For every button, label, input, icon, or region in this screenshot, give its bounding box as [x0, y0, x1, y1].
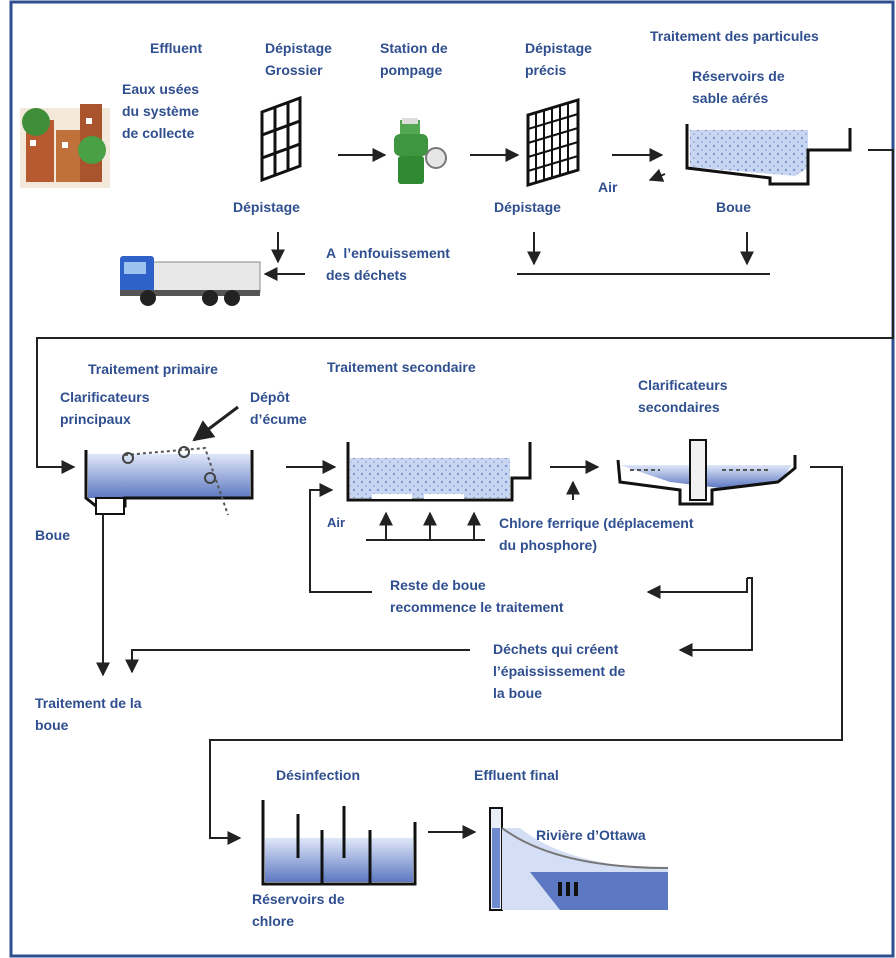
label-pumping-line-2: pompage [380, 62, 443, 78]
secondary-clarifier-icon [616, 439, 797, 506]
label-pumping-line-1: Station de [380, 40, 448, 56]
fine-screen-icon [526, 97, 580, 188]
arrow-air [648, 168, 666, 182]
arrow-return-sludge-out [309, 483, 372, 593]
label-fine-screen-line-2: précis [525, 62, 567, 78]
connector-stage2-to-stage3 [209, 466, 843, 845]
label-scum: Dépôt d’écume [250, 386, 307, 430]
label-primary-clarifiers-line-2: principaux [60, 411, 131, 427]
chlorine-tank-icon [261, 800, 417, 886]
label-grit-tanks-line-2: sable aérés [692, 90, 769, 106]
label-sludge-1: Boue [716, 199, 751, 215]
label-landfill: A l’enfouissement des déchets [326, 242, 450, 286]
label-sludge-2: Boue [35, 527, 70, 543]
arrow-scum [192, 405, 239, 442]
label-disinfection: Désinfection [276, 767, 361, 783]
label-return-sludge: Reste de boue recommence le traitement [390, 574, 564, 618]
label-source-line-1: Eaux usées [122, 81, 200, 97]
label-secondary-treatment: Traitement secondaire [327, 359, 476, 375]
connector-stage1-to-stage2 [36, 149, 894, 474]
label-screenings-2: Dépistage [494, 199, 561, 215]
label-secondary-clarifiers-line-1: Clarificateurs [638, 377, 728, 393]
label-ferric-line-1: Chlore ferrique (déplacement [499, 515, 694, 531]
label-source-line-2: du système [122, 103, 200, 119]
label-sludge-treatment-line-2: boue [35, 717, 69, 733]
label-return-sludge-line-1: Reste de boue [390, 577, 486, 593]
label-fine-screen-line-1: Dépistage [525, 40, 592, 56]
label-landfill-line-1: A l’enfouissement [326, 245, 450, 261]
pump-icon [394, 118, 447, 184]
label-waste-sludge: Déchets qui créent l’épaississement de l… [493, 638, 625, 704]
label-air-2: Air [327, 515, 346, 530]
arrow-waste-sludge [678, 577, 753, 657]
label-ferric-chloride: Chlore ferrique (déplacement du phosphor… [499, 512, 694, 556]
label-landfill-line-2: des déchets [326, 267, 407, 283]
label-primary-clarifiers-line-1: Clarificateurs [60, 389, 150, 405]
label-final-effluent: Effluent final [474, 767, 559, 783]
label-coarse-screen-line-2: Grossier [265, 62, 323, 78]
label-return-sludge-line-2: recommence le traitement [390, 599, 564, 615]
label-ferric-line-2: du phosphore) [499, 537, 597, 553]
label-river: Rivière d’Ottawa [536, 827, 646, 843]
primary-clarifier-icon [84, 446, 254, 516]
label-scum-line-1: Dépôt [250, 389, 290, 405]
label-scum-line-2: d’écume [250, 411, 307, 427]
label-screenings-1: Dépistage [233, 199, 300, 215]
arrow-waste-to-sludge-treatment [125, 649, 470, 674]
truck-icon [120, 256, 261, 306]
label-particle-treatment: Traitement des particules [650, 28, 819, 44]
label-waste-sludge-line-1: Déchets qui créent [493, 641, 619, 657]
aeration-tank-icon [346, 442, 532, 502]
label-primary-treatment: Traitement primaire [88, 361, 218, 377]
label-sludge-treatment-line-1: Traitement de la [35, 695, 142, 711]
label-waste-sludge-line-2: l’épaississement de [493, 663, 626, 679]
label-pumping-station: Station de pompage [380, 37, 448, 81]
label-grit-tanks-line-1: Réservoirs de [692, 68, 785, 84]
houses-icon [20, 104, 110, 188]
label-secondary-clarifiers: Clarificateurs secondaires [638, 374, 727, 418]
label-chlorine-tanks: Réservoirs de chlore [252, 888, 345, 932]
label-chlorine-tanks-line-2: chlore [252, 913, 295, 929]
coarse-screen-icon [260, 95, 302, 183]
river-outfall-icon [489, 807, 669, 911]
label-effluent: Effluent [150, 40, 203, 56]
label-grit-tanks: Réservoirs de sable aérés [692, 65, 785, 109]
label-source-line-3: de collecte [122, 125, 195, 141]
grit-tank-icon [685, 124, 852, 186]
page-frame [9, 0, 895, 958]
label-air-1: Air [598, 179, 618, 195]
label-primary-clarifiers: Clarificateurs principaux [60, 386, 149, 430]
arrow-return-sludge-in [646, 578, 748, 599]
label-fine-screen: Dépistage précis [525, 37, 592, 81]
label-sludge-treatment: Traitement de la boue [35, 692, 142, 736]
label-chlorine-tanks-line-1: Réservoirs de [252, 891, 345, 907]
label-waste-sludge-line-3: la boue [493, 685, 543, 701]
label-source: Eaux usées du système de collecte [122, 78, 199, 144]
label-coarse-screen-line-1: Dépistage [265, 40, 332, 56]
label-coarse-screen: Dépistage Grossier [265, 37, 332, 81]
label-secondary-clarifiers-line-2: secondaires [638, 399, 720, 415]
